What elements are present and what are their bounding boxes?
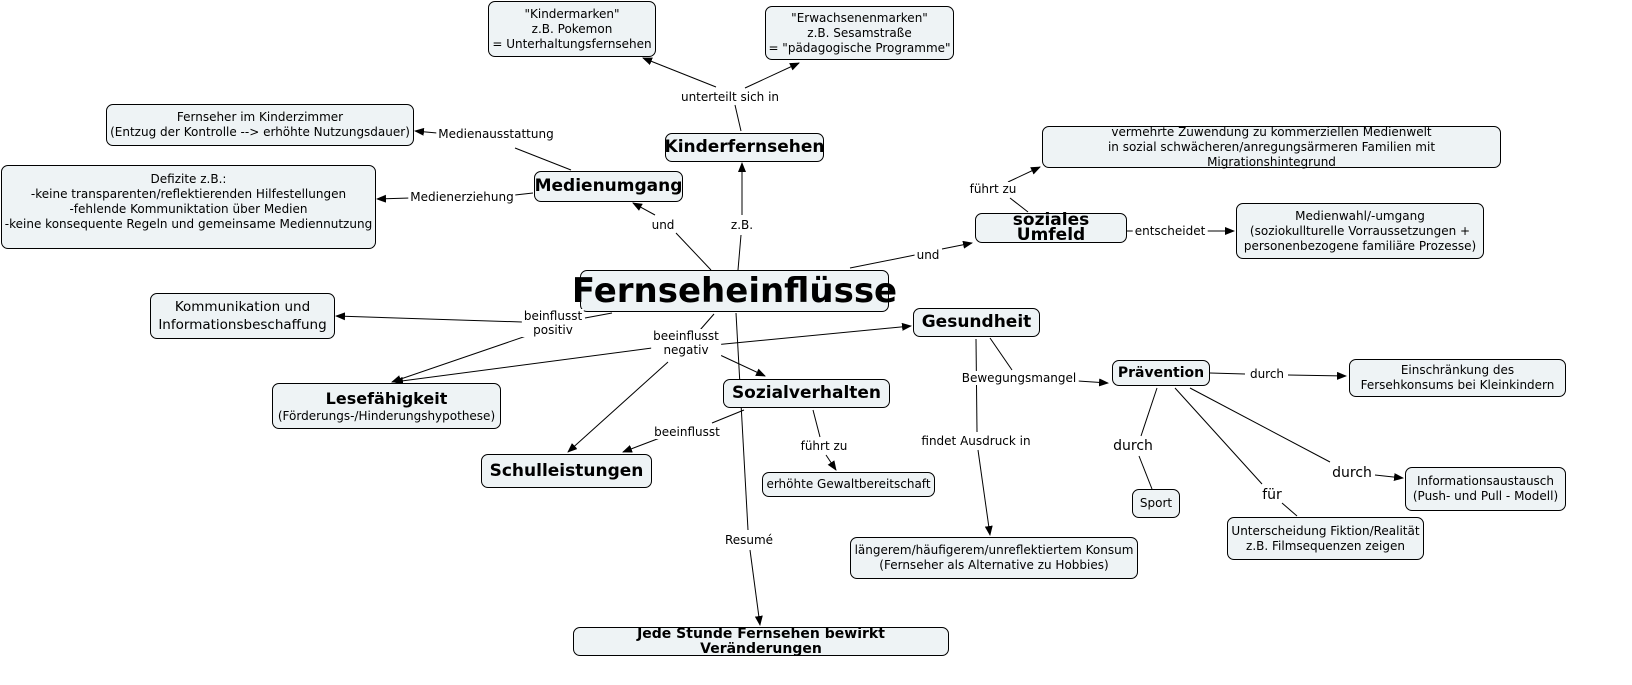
node-erwachsenenmarken[interactable]: "Erwachsenenmarken" z.B. Sesamstraße = "…	[765, 6, 954, 60]
link-label-fuer: für	[1260, 487, 1284, 503]
link-label-und: und	[914, 248, 942, 262]
lesefaehigkeit-title: Lesefähigkeit	[325, 388, 448, 408]
node-gewaltbereitschaft[interactable]: erhöhte Gewaltbereitschaft	[762, 472, 935, 497]
node-vermehrte-zuwendung[interactable]: vermehrte Zuwendung zu kommerziellen Med…	[1042, 125, 1501, 169]
lesefaehigkeit-subtitle: (Förderungs-/Hinderungshypothese)	[277, 408, 496, 423]
link-label-durch: durch	[1111, 438, 1155, 454]
node-schulleistungen[interactable]: Schulleistungen	[481, 454, 652, 488]
link-label-medienerziehung: Medienerziehung	[408, 190, 516, 204]
node-laengerem-konsum[interactable]: längerem/häufigerem/unreflektiertem Kons…	[850, 537, 1138, 579]
link-label-bewegungsmangel: Bewegungsmangel	[959, 371, 1079, 385]
link-label-durch: durch	[1247, 367, 1287, 381]
link-label-findet-ausdruck: findet Ausdruck in	[919, 434, 1033, 448]
node-sozialverhalten[interactable]: Sozialverhalten	[723, 379, 890, 408]
link-label-medienausstattung: Medienausstattung	[436, 127, 556, 141]
link-label-beeinflusst: beeinflusst	[652, 425, 722, 439]
link-label-fuehrt-zu: führt zu	[798, 439, 850, 453]
link-label-durch: durch	[1330, 465, 1374, 481]
node-jede-stunde[interactable]: Jede Stunde Fernsehen bewirkt Veränderun…	[573, 626, 949, 656]
link-label-unterteilt: unterteilt sich in	[678, 90, 782, 104]
node-soziales-umfeld[interactable]: soziales Umfeld	[975, 212, 1127, 244]
node-medienwahl[interactable]: Medienwahl/-umgang (soziokullturelle Vor…	[1236, 203, 1484, 259]
node-kindermarken[interactable]: "Kindermarken" z.B. Pokemon = Unterhaltu…	[488, 1, 656, 57]
node-informationsaustausch[interactable]: Informationsaustausch (Push- und Pull - …	[1405, 467, 1566, 511]
node-kommunikation[interactable]: Kommunikation und Informationsbeschaffun…	[150, 293, 335, 339]
link-label-und: und	[649, 218, 677, 232]
link-label-resume: Resumé	[722, 533, 776, 547]
node-praevention[interactable]: Prävention	[1112, 360, 1210, 386]
link-label-beeinflusst-negativ: beeinflusst negativ	[651, 329, 721, 357]
link-label-zb: z.B.	[728, 218, 756, 232]
link-label-beinflusst-positiv: beinflusst positiv	[521, 309, 585, 337]
link-label-fuehrt-zu: führt zu	[967, 182, 1019, 196]
node-gesundheit[interactable]: Gesundheit	[913, 308, 1040, 337]
node-kinderfernsehen[interactable]: Kinderfernsehen	[665, 133, 825, 162]
node-einschraenkung[interactable]: Einschränkung des Fersehkonsums bei Klei…	[1349, 359, 1566, 397]
node-unterscheidung[interactable]: Unterscheidung Fiktion/Realität z.B. Fil…	[1227, 517, 1424, 560]
node-defizite[interactable]: Defizite z.B.: -keine transparenten/refl…	[1, 165, 376, 249]
node-lesefaehigkeit[interactable]: Lesefähigkeit (Förderungs-/Hinderungshyp…	[272, 383, 501, 429]
node-medienumgang[interactable]: Medienumgang	[534, 171, 683, 202]
node-fernseheinfluesse-title[interactable]: Fernseheinflüsse	[571, 270, 898, 312]
node-sport[interactable]: Sport	[1132, 489, 1180, 518]
link-label-entscheidet: entscheidet	[1132, 224, 1208, 238]
node-fernseher-kinderzimmer[interactable]: Fernseher im Kinderzimmer (Entzug der Ko…	[106, 104, 414, 146]
